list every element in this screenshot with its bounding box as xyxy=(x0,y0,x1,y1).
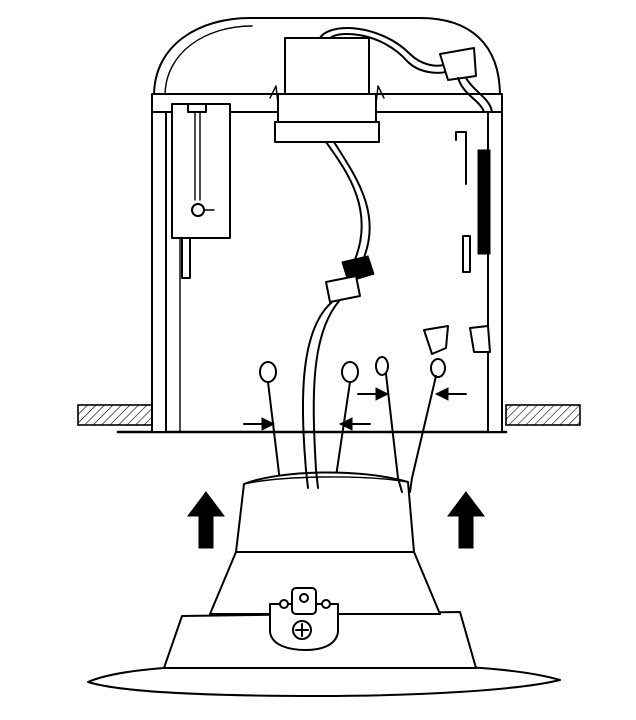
fixture-top-dome xyxy=(235,471,415,553)
junction-wire-a xyxy=(319,27,451,67)
housing-dome-inner xyxy=(164,25,253,97)
cord-upper-b xyxy=(333,141,371,263)
arrow-right-icon xyxy=(357,387,390,401)
fixture-top-rim xyxy=(243,476,409,485)
spring-hook-2 xyxy=(341,361,359,383)
thermal-screw-icon xyxy=(191,203,205,217)
thermal-protector-bracket xyxy=(171,103,231,279)
cord-lower-b xyxy=(312,299,341,471)
cord-upper-a xyxy=(325,141,363,263)
arrow-left-icon xyxy=(338,417,371,431)
junction-wire-b xyxy=(329,32,453,74)
led-retrofit-fixture xyxy=(87,469,561,697)
spring-hook-4 xyxy=(430,358,446,378)
ceiling-right-hatch xyxy=(505,404,581,426)
torsion-spring-hooks xyxy=(259,356,446,383)
cord-lower-a xyxy=(301,301,333,471)
socket-bracket-left xyxy=(269,85,279,105)
socket-mount-collar xyxy=(277,93,377,123)
housing-left-wall xyxy=(151,111,167,433)
arrow-up-icon xyxy=(187,491,225,549)
arrow-left-icon xyxy=(434,387,467,401)
housing-dome-top xyxy=(153,17,501,97)
screw-left-icon xyxy=(279,599,289,609)
spring-hook-3 xyxy=(375,356,389,376)
junction-connector xyxy=(439,47,477,81)
housing-right-wall xyxy=(487,111,503,433)
junction-wire-c xyxy=(457,77,485,113)
quick-connector-top xyxy=(341,255,375,283)
socket-mount-block xyxy=(284,37,370,97)
socket-base-plate xyxy=(274,121,380,143)
arrow-up-icon xyxy=(447,491,485,549)
spring-compress-arrows xyxy=(243,387,467,431)
right-mounting-bracket xyxy=(423,131,491,355)
ceiling-left-hatch xyxy=(77,404,155,426)
bracket-strip-dark xyxy=(477,149,491,255)
insertion-arrows xyxy=(187,491,485,549)
screw-right-icon xyxy=(321,599,331,609)
spring-clip-rivet xyxy=(299,593,309,603)
quick-connector-bottom xyxy=(325,275,361,303)
arrow-right-icon xyxy=(243,417,276,431)
socket-bracket-right xyxy=(375,85,385,105)
recessed-housing xyxy=(151,17,503,471)
junction-wire-d xyxy=(465,77,493,113)
spring-hook-1 xyxy=(259,361,277,383)
ceiling xyxy=(77,404,581,434)
